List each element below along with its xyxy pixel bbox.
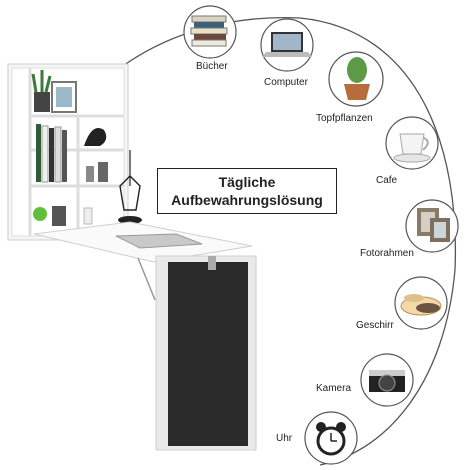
dishes-icon <box>394 276 448 330</box>
label-buecher: Bücher <box>196 61 228 72</box>
laptop <box>115 233 203 249</box>
coffee-cup-icon <box>385 116 439 170</box>
label-geschirr: Geschirr <box>356 320 394 331</box>
wall-cabinet <box>7 63 129 241</box>
label-uhr: Uhr <box>276 433 293 444</box>
books-icon <box>183 5 237 59</box>
laptop-icon <box>260 18 314 72</box>
desk-lamp <box>118 150 142 224</box>
chalkboard <box>168 262 248 446</box>
label-topfpflanzen: Topfpflanzen <box>316 113 373 124</box>
photo-frames-icon <box>405 199 459 253</box>
headline-box: Tägliche Aufbewahrungslösung <box>157 168 337 214</box>
potted-plant-icon <box>328 51 384 107</box>
label-fotorahmen: Fotorahmen <box>360 248 414 259</box>
label-computer: Computer <box>264 77 308 88</box>
camera-icon <box>360 353 414 407</box>
headline-line2: Aufbewahrungslösung <box>171 192 323 208</box>
label-kamera: Kamera <box>316 383 352 394</box>
label-cafe: Cafe <box>376 175 398 186</box>
alarm-clock-icon <box>304 411 358 465</box>
headline-line1: Tägliche <box>218 174 276 190</box>
